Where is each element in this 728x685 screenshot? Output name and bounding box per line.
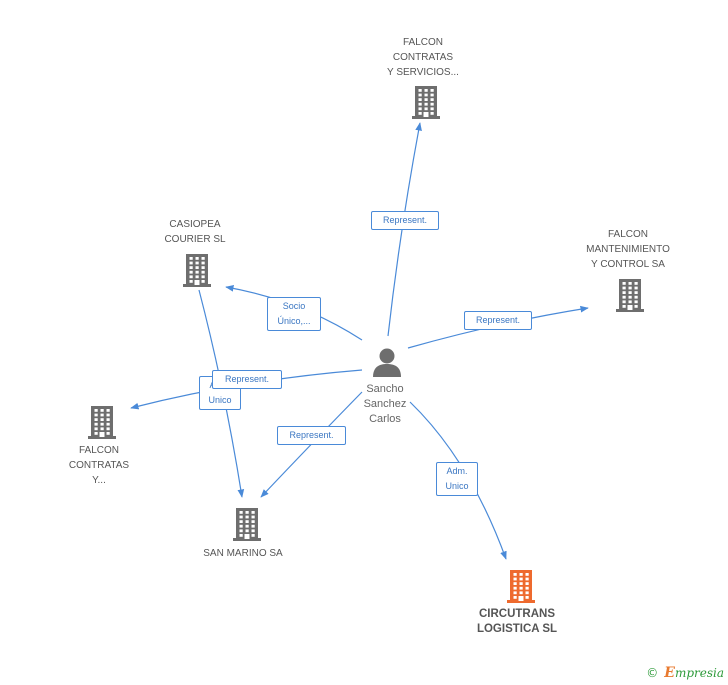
company-label-line: COURIER SL bbox=[164, 234, 226, 245]
copyright-symbol: © bbox=[646, 666, 659, 680]
building-icon[interactable] bbox=[410, 85, 442, 124]
company-label-line: Y SERVICIOS... bbox=[387, 67, 459, 78]
relation-label-falcon-servicios[interactable]: Represent. bbox=[371, 211, 439, 230]
brand-initial: E bbox=[664, 665, 675, 681]
brand-name: mpresia bbox=[674, 666, 724, 680]
building-icon[interactable] bbox=[181, 253, 213, 292]
company-label-line: FALCON bbox=[402, 37, 443, 48]
relation-label-circutrans[interactable]: Adm. Unico bbox=[436, 462, 478, 496]
building-icon[interactable] bbox=[614, 278, 646, 317]
relation-label-falcon-mantenimiento[interactable]: Represent. bbox=[464, 311, 532, 330]
company-label-line: CONTRATAS bbox=[392, 52, 454, 63]
company-label-line: FALCON bbox=[607, 229, 648, 240]
building-icon-highlight[interactable] bbox=[505, 569, 537, 608]
company-label-falcon-mantenimiento[interactable]: FALCON MANTENIMIENTO Y CONTROL SA bbox=[578, 227, 678, 272]
company-label-casiopea[interactable]: CASIOPEA COURIER SL bbox=[145, 217, 245, 247]
empresia-logo: © Empresia bbox=[646, 665, 724, 681]
company-label-line: MANTENIMIENTO bbox=[586, 244, 670, 255]
relation-label-casiopea[interactable]: Socio Único,... bbox=[267, 297, 321, 331]
relation-label-line: Represent. bbox=[289, 430, 334, 440]
company-label-line: SAN MARINO SA bbox=[203, 548, 283, 559]
person-icon[interactable] bbox=[372, 346, 402, 378]
relation-label-line: Adm. bbox=[446, 466, 468, 476]
relation-label-falcon-contratas[interactable]: Represent. bbox=[212, 370, 282, 389]
company-label-line: CONTRATAS bbox=[68, 460, 130, 471]
company-label-line: Y... bbox=[92, 475, 106, 486]
person-name-line: Sanchez bbox=[363, 398, 407, 410]
company-label-line: CASIOPEA bbox=[169, 219, 221, 230]
relation-label-san-marino[interactable]: Represent. bbox=[277, 426, 346, 445]
person-name-line: Carlos bbox=[369, 413, 401, 425]
person-name[interactable]: Sancho Sanchez Carlos bbox=[349, 382, 421, 427]
company-label-falcon-servicios[interactable]: FALCON CONTRATAS Y SERVICIOS... bbox=[373, 35, 473, 80]
company-label-line: LOGISTICA SL bbox=[476, 623, 558, 635]
company-label-falcon-contratas[interactable]: FALCON CONTRATAS Y... bbox=[49, 443, 149, 488]
company-label-line: CIRCUTRANS bbox=[478, 608, 556, 620]
relation-label-line: Represent. bbox=[475, 315, 521, 325]
building-icon[interactable] bbox=[86, 405, 118, 444]
company-label-san-marino[interactable]: SAN MARINO SA bbox=[193, 546, 293, 561]
relation-label-line: Represent. bbox=[382, 215, 428, 225]
relation-label-line: Represent. bbox=[224, 374, 270, 384]
building-icon[interactable] bbox=[231, 507, 263, 546]
company-label-line: FALCON bbox=[78, 445, 119, 456]
company-label-line: Y CONTROL SA bbox=[591, 259, 665, 270]
person-name-line: Sancho bbox=[366, 383, 404, 395]
company-label-circutrans[interactable]: CIRCUTRANS LOGISTICA SL bbox=[462, 607, 572, 637]
relation-label-line: Único,... bbox=[277, 316, 311, 326]
relation-label-line: Unico bbox=[208, 395, 232, 405]
relation-label-line: Unico bbox=[445, 481, 469, 491]
relation-label-line: Socio bbox=[282, 301, 306, 311]
